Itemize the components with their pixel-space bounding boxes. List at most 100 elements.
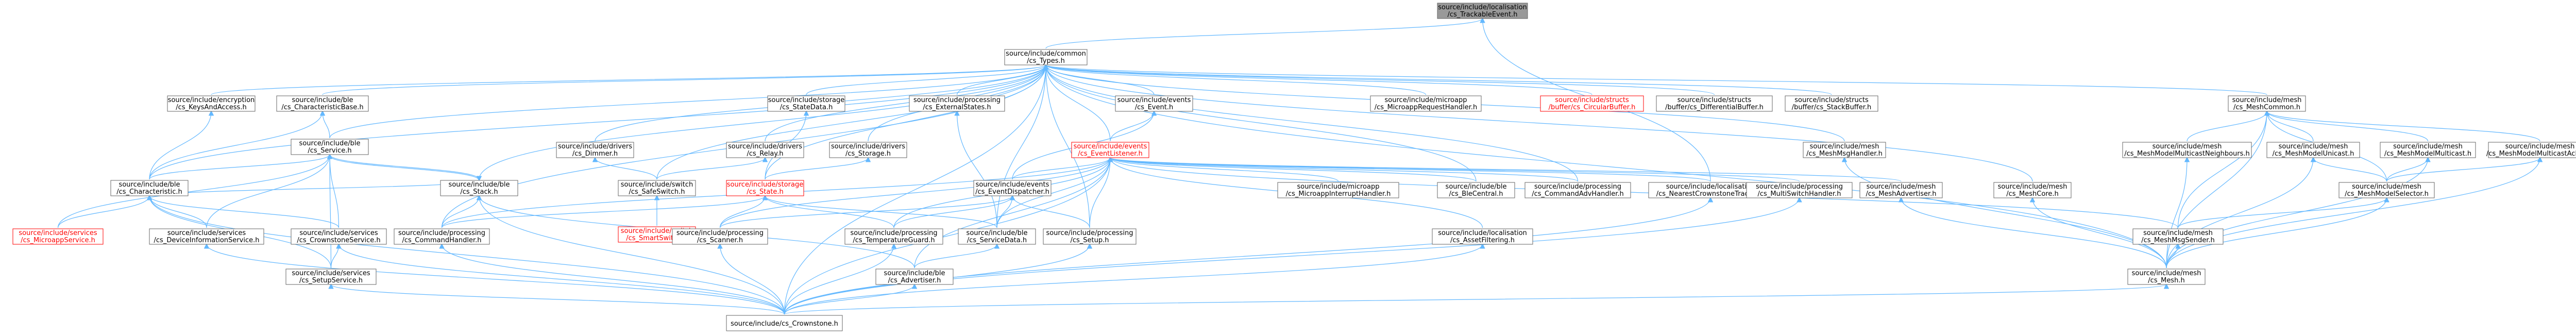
dependency-edge: [784, 158, 1111, 315]
graph-node-mesh-msg-handler[interactable]: source/include/mesh/cs_MeshMsgHandler.h: [1803, 142, 1886, 158]
node-label-line: source/include/microapp: [1297, 183, 1380, 191]
graph-node-trackable-event[interactable]: source/include/localisation/cs_Trackable…: [1437, 3, 1528, 19]
graph-node-scanner[interactable]: source/include/processing/cs_Scanner.h: [672, 228, 768, 245]
graph-node-device-info-service[interactable]: source/include/services/cs_DeviceInforma…: [149, 228, 264, 245]
graph-node-relay[interactable]: source/include/drivers/cs_Relay.h: [726, 142, 804, 158]
node-box: [726, 315, 843, 331]
dependency-edge: [2267, 111, 2429, 142]
graph-node-mesh-model-neighbours[interactable]: source/include/mesh/cs_MeshModelMulticas…: [2122, 142, 2252, 158]
dependency-edge: [322, 65, 1046, 95]
graph-node-mesh-common[interactable]: source/include/mesh/cs_MeshCommon.h: [2228, 95, 2306, 112]
graph-node-ble-service[interactable]: source/include/ble/cs_Service.h: [291, 139, 369, 155]
node-box: [1437, 182, 1515, 198]
node-label-line: source/include/localisation: [1438, 229, 1527, 237]
dependency-edge: [57, 196, 150, 228]
dependency-edge: [206, 155, 330, 228]
node-label-line: source/include/ble: [299, 140, 361, 147]
graph-node-ble-stack[interactable]: source/include/ble/cs_Stack.h: [440, 180, 518, 196]
dependency-edge: [784, 284, 915, 315]
graph-node-types[interactable]: source/include/common/cs_Types.h: [1004, 49, 1088, 65]
graph-node-differential-buffer[interactable]: source/include/structs/buffer/cs_Differe…: [1656, 95, 1773, 112]
node-label-line: /cs_State.h: [747, 188, 784, 196]
graph-node-keys[interactable]: source/include/encryption/cs_KeysAndAcce…: [167, 95, 256, 112]
graph-node-multiswitch[interactable]: source/include/processing/cs_MultiSwitch…: [1746, 182, 1853, 198]
graph-node-mesh-msg-sender[interactable]: source/include/mesh/cs_MeshMsgSender.h: [2132, 228, 2224, 245]
graph-node-dimmer[interactable]: source/include/drivers/cs_Dimmer.h: [556, 142, 634, 158]
dependency-edge: [1110, 158, 1800, 182]
graph-node-command-handler[interactable]: source/include/processing/cs_CommandHand…: [394, 228, 490, 245]
node-box: [110, 180, 189, 196]
graph-node-setup-service[interactable]: source/include/services/cs_SetupService.…: [285, 268, 377, 285]
graph-node-char-base[interactable]: source/include/ble/cs_CharacteristicBase…: [276, 95, 369, 112]
graph-node-event-dispatcher[interactable]: source/include/events/cs_EventDispatcher…: [973, 180, 1052, 196]
graph-node-command-adv-handler[interactable]: source/include/processing/cs_CommandAdvH…: [1524, 182, 1631, 198]
graph-node-event[interactable]: source/include/events/cs_Event.h: [1115, 95, 1193, 112]
node-box: [618, 180, 696, 196]
graph-node-service-data[interactable]: source/include/ble/cs_ServiceData.h: [958, 228, 1036, 245]
dependency-edge: [719, 196, 1013, 228]
graph-node-state-data[interactable]: source/include/storage/cs_StateData.h: [767, 95, 845, 112]
graph-node-storage[interactable]: source/include/drivers/cs_Storage.h: [829, 142, 907, 158]
graph-node-microapp-request[interactable]: source/include/microapp/cs_MicroappReque…: [1370, 95, 1482, 112]
graph-node-circular-buffer[interactable]: source/include/structs/buffer/cs_Circula…: [1540, 95, 1644, 112]
dependency-edge: [207, 244, 785, 315]
graph-node-mesh-core[interactable]: source/include/mesh/cs_MeshCore.h: [1993, 182, 2072, 198]
dependency-edge: [720, 244, 785, 315]
graph-node-ble-central[interactable]: source/include/ble/cs_BleCentral.h: [1437, 182, 1515, 198]
node-label-line: /cs_Storage.h: [845, 150, 891, 158]
graph-node-mesh-advertiser[interactable]: source/include/mesh/cs_MeshAdvertiser.h: [1859, 182, 1943, 198]
node-box: [958, 228, 1036, 245]
graph-node-advertiser[interactable]: source/include/ble/cs_Advertiser.h: [875, 268, 954, 285]
node-label-line: /cs_Stack.h: [460, 188, 498, 196]
node-label-line: /cs_Service.h: [308, 147, 351, 155]
dependency-edge: [1046, 65, 1477, 182]
graph-node-external-states[interactable]: source/include/processing/cs_ExternalSta…: [909, 95, 1005, 112]
graph-node-microapp-interrupt[interactable]: source/include/microapp/cs_MicroappInter…: [1277, 182, 1399, 198]
node-label-line: source/include/mesh: [2132, 270, 2201, 277]
graph-node-stack-buffer[interactable]: source/include/structs/buffer/cs_StackBu…: [1785, 95, 1878, 112]
graph-node-state[interactable]: source/include/storage/cs_State.h: [726, 180, 804, 196]
graph-node-mesh-model-selector[interactable]: source/include/mesh/cs_MeshModelSelector…: [2338, 182, 2435, 198]
graph-node-temperature-guard[interactable]: source/include/processing/cs_Temperature…: [844, 228, 943, 245]
node-label-line: /cs_MeshModelUnicast.h: [2273, 150, 2354, 158]
graph-node-safe-switch[interactable]: source/include/switch/cs_SafeSwitch.h: [618, 180, 696, 196]
graph-node-crownstone[interactable]: source/include/cs_Crownstone.h: [726, 315, 843, 331]
graph-node-mesh-model-unicast[interactable]: source/include/mesh/cs_MeshModelUnicast.…: [2266, 142, 2360, 158]
node-label-line: /cs_MeshCore.h: [2006, 190, 2059, 198]
graph-node-ble-char[interactable]: source/include/ble/cs_Characteristic.h: [110, 180, 189, 196]
graph-node-microapp-service[interactable]: source/include/services/cs_MicroappServi…: [12, 228, 104, 245]
dependency-edge: [656, 158, 765, 180]
graph-node-mesh-model-multicast[interactable]: source/include/mesh/cs_MeshModelMulticas…: [2380, 142, 2476, 158]
graph-node-crownstone-service[interactable]: source/include/services/cs_CrownstoneSer…: [291, 228, 387, 245]
dependency-edge: [149, 180, 479, 197]
dependency-edge: [595, 158, 657, 180]
dependency-edge: [1046, 65, 1579, 182]
dependency-edge: [2166, 158, 2313, 268]
dependency-edge: [2187, 111, 2267, 142]
graph-node-mesh[interactable]: source/include/mesh/cs_Mesh.h: [2127, 268, 2206, 285]
node-label-line: /buffer/cs_StackBuffer.h: [1792, 104, 1872, 111]
node-label-line: /cs_CrownstoneService.h: [297, 237, 380, 244]
node-label-line: /cs_MeshModelSelector.h: [2345, 190, 2429, 198]
graph-node-asset-filtering[interactable]: source/include/localisation/cs_AssetFilt…: [1432, 228, 1533, 245]
graph-node-event-listener[interactable]: source/include/events/cs_EventListener.h: [1071, 142, 1149, 158]
node-label-line: source/include/storage: [727, 181, 803, 189]
graph-node-mesh-model-multicast-acked[interactable]: source/include/mesh/cs_MeshModelMulticas…: [2486, 142, 2576, 158]
dependency-edge: [149, 111, 323, 180]
node-box: [285, 268, 377, 285]
node-label-line: /cs_MeshModelMulticast.h: [2384, 150, 2471, 158]
node-label-line: source/include/ble: [1446, 183, 1507, 191]
dependency-edge: [211, 65, 1046, 95]
node-box: [844, 228, 943, 245]
node-label-line: source/include/ble: [119, 181, 180, 189]
node-label-line: source/include/drivers: [728, 143, 802, 150]
dependency-edge: [784, 244, 894, 315]
node-label-line: /cs_MultiSwitchHandler.h: [1758, 190, 1841, 198]
node-label-line: source/include/structs: [1794, 96, 1869, 104]
graph-node-setup[interactable]: source/include/processing/cs_Setup.h: [1043, 228, 1137, 245]
node-label-line: /buffer/cs_CircularBuffer.h: [1549, 104, 1636, 111]
dependency-edge: [1046, 65, 1832, 95]
node-box: [909, 95, 1005, 112]
dependency-edge: [1110, 158, 1477, 182]
node-box: [556, 142, 634, 158]
